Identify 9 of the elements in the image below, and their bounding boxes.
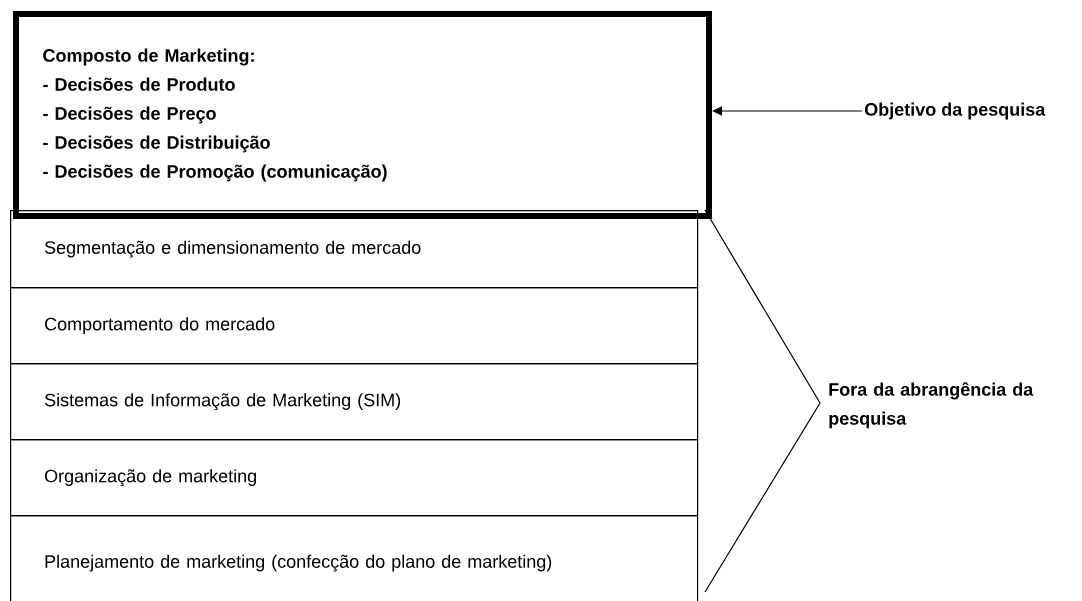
bracket-label: Fora da abrangência da pesquisa: [829, 382, 1034, 429]
arrow: [712, 106, 863, 116]
highlighted-box: Composto de Marketing: - Decisões de Produto - Decisões de Preço - Decisões de Distribuição - Decisões de Promoção (comunicação): [13, 11, 712, 219]
table-row: Sistemas de Informação de Marketing (SIM): [10, 363, 699, 441]
table-row: Segmentação e dimensionamento de mercado: [10, 210, 699, 289]
table-row: Comportamento do mercado: [10, 287, 699, 365]
table-row: Organização de marketing: [10, 439, 699, 517]
table-row: Planejamento de marketing (confecção do plano de marketing): [10, 515, 699, 601]
annotation-text: Objetivo da pesquisa: [864, 102, 1046, 120]
